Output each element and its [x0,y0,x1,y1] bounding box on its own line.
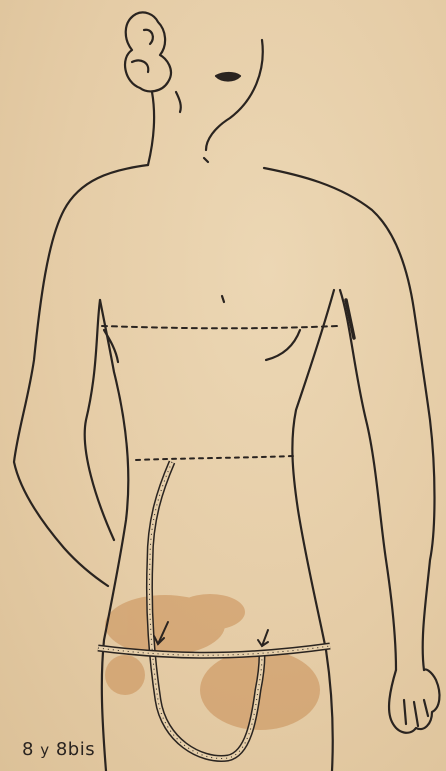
hair-curl-2 [144,30,153,44]
bust-measure-line [102,326,338,328]
mouth [216,73,240,81]
stain-marks [105,594,320,730]
waist-measure-line [136,456,294,460]
jaw-line [206,40,263,150]
bust-curve [266,330,300,360]
caption-number: 8 [22,739,34,760]
bust-mark [222,296,224,302]
hair-curl-1 [132,60,148,72]
caption-conjunction: y [40,741,49,759]
caption-number-bis: 8bis [56,739,95,760]
right-shoulder [264,168,435,670]
right-inner-arm [340,290,396,670]
left-shoulder [14,165,148,586]
chin-line [176,92,181,112]
figure-caption: 8 y 8bis [22,739,95,760]
neck-left [148,92,154,165]
left-inner-arm [85,300,114,540]
hair-outline [125,12,171,91]
torso-left-side [100,300,128,771]
neck-mark [204,158,208,162]
right-fingers [404,700,428,726]
